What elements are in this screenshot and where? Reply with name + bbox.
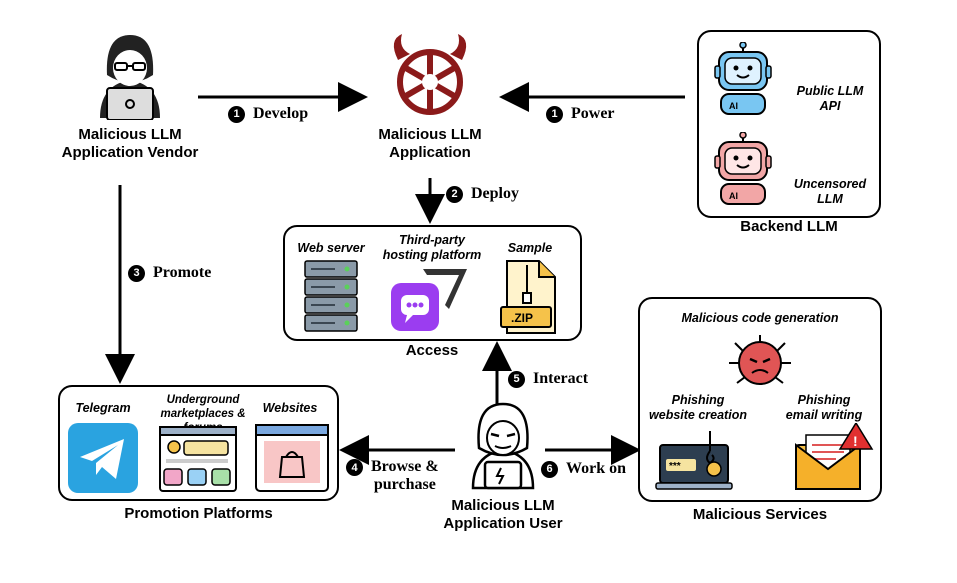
user-actor: Malicious LLM Application User	[418, 400, 588, 540]
code-generation-label: Malicious code generation	[681, 311, 839, 325]
websites-label: Websites	[262, 401, 318, 415]
phishing-email-label: Phishing email writing	[785, 393, 863, 422]
robot-icon: AI	[714, 42, 772, 115]
uncensored-llm-label: Uncensored LLM	[793, 177, 867, 206]
virus-icon	[729, 335, 791, 385]
server-icon	[304, 260, 358, 332]
svg-text:!: !	[853, 433, 858, 449]
forum-icon	[159, 426, 237, 492]
email-alert-icon: !	[795, 423, 874, 490]
vendor-label: Malicious LLM Application Vendor	[61, 126, 199, 161]
step-promote: 3 Promote	[128, 264, 211, 282]
web-server-label: Web server	[297, 241, 365, 255]
telegram-label: Telegram	[75, 401, 131, 415]
hacker-icon	[471, 402, 535, 490]
robot-icon: AI	[714, 132, 772, 205]
step-deploy: 2 Deploy	[446, 185, 519, 203]
openai-devil-icon	[393, 34, 467, 115]
telegram-icon	[68, 423, 138, 493]
step-develop: 1 Develop	[228, 105, 308, 123]
step-interact: 5 Interact	[508, 370, 588, 388]
step-browse: 4 Browse & purchase	[346, 458, 439, 494]
promotion-platforms-box: Telegram Underground marketplaces & foru…	[58, 385, 339, 501]
underground-label: Underground marketplaces & forums	[160, 394, 246, 434]
zip-file-icon: .ZIP	[500, 260, 556, 334]
vendor-actor: Malicious LLM Application Vendor	[40, 30, 220, 170]
third-party-hosting-label: Third-party hosting platform	[382, 233, 482, 262]
backend-llm-title: Backend LLM	[740, 218, 838, 235]
malicious-services-box: Malicious code generation Phishing websi…	[638, 297, 882, 502]
phishing-website-label: Phishing website creation	[649, 393, 747, 422]
public-llm-api-label: Public LLM API	[796, 84, 864, 113]
hosting-platform-icon	[391, 269, 467, 331]
svg-text:***: ***	[669, 461, 681, 472]
svg-text:AI: AI	[729, 101, 738, 111]
promotion-platforms-title: Promotion Platforms	[124, 505, 273, 522]
access-box: Web server Third-party hosting platform …	[283, 225, 582, 341]
malicious-services-title: Malicious Services	[692, 506, 828, 523]
step-power: 1 Power	[546, 105, 615, 123]
application-actor: Malicious LLM Application	[345, 30, 515, 170]
svg-text:.ZIP: .ZIP	[511, 311, 533, 325]
svg-text:AI: AI	[729, 191, 738, 201]
step-work-on: 6 Work on	[541, 460, 626, 478]
website-icon	[255, 424, 329, 492]
sample-label: Sample	[507, 241, 553, 255]
user-label: Malicious LLM Application User	[443, 497, 563, 532]
hacker-icon	[100, 35, 160, 120]
access-title: Access	[405, 342, 459, 359]
application-label: Malicious LLM Application	[378, 126, 482, 161]
backend-llm-box: AI Public LLM API AI Uncensored LLM	[697, 30, 881, 218]
laptop-phishing-icon: ***	[655, 431, 733, 490]
